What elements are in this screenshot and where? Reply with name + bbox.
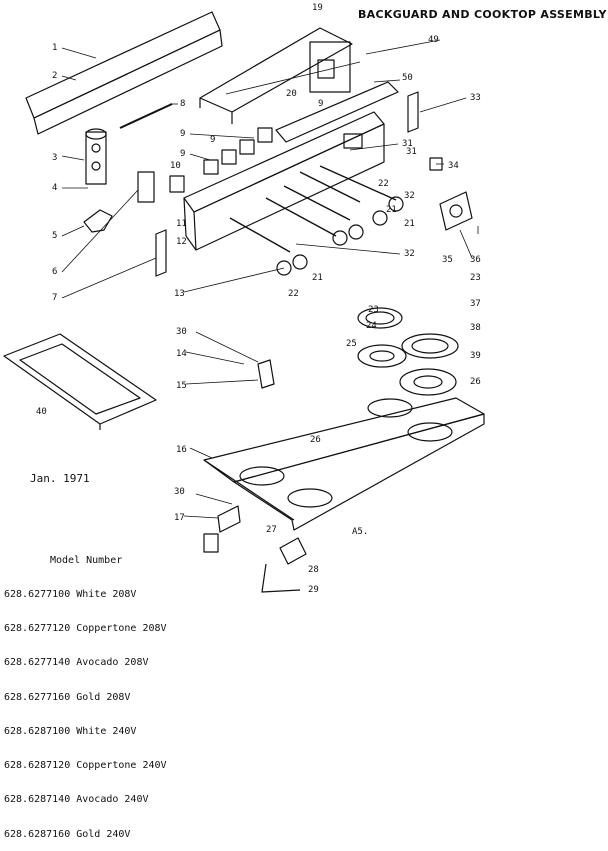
- mount-bracket: [83, 209, 113, 233]
- callout-31: 31: [402, 139, 413, 149]
- control-shafts: [229, 165, 397, 253]
- model-list-header: Model Number: [50, 554, 123, 566]
- callout-3: 3: [52, 153, 57, 163]
- model-number-list: Model Number 628.6277100 White 208V 628.…: [4, 532, 167, 851]
- post-part: [155, 229, 167, 277]
- callout-21b: 21: [386, 205, 397, 215]
- callout-13: 13: [174, 289, 185, 299]
- cooktop: [203, 397, 485, 531]
- callout-11: 11: [176, 219, 187, 229]
- control-knobs: [276, 196, 404, 276]
- callout-30b: 30: [174, 487, 185, 497]
- callout-1: 1: [52, 43, 57, 53]
- callout-16: 16: [176, 445, 187, 455]
- callout-37: 37: [470, 299, 481, 309]
- callout-26a: 26: [470, 377, 481, 387]
- callout-32b: 32: [404, 249, 415, 259]
- receptacle: [203, 505, 241, 553]
- callout-15: 15: [176, 381, 187, 391]
- callout-33: 33: [470, 93, 481, 103]
- callout-20: 20: [286, 89, 297, 99]
- callout-27: 27: [266, 525, 277, 535]
- callout-26b: 26: [310, 435, 321, 445]
- model-item: 628.6287120 Coppertone 240V: [4, 760, 167, 772]
- callout-39: 39: [470, 351, 481, 361]
- callout-9a: 9: [318, 99, 323, 109]
- callout-17: 17: [174, 513, 185, 523]
- callout-34: 34: [448, 161, 459, 171]
- callout-24: 24: [366, 321, 377, 331]
- callout-32a: 32: [404, 191, 415, 201]
- end-cap: [407, 91, 419, 133]
- switch-part: [137, 171, 155, 203]
- callout-29: 29: [308, 585, 319, 595]
- bottom-parts: [261, 537, 307, 593]
- terminal-block: [85, 128, 107, 185]
- callout-9d: 9: [210, 135, 215, 145]
- callout-35: 35: [442, 255, 453, 265]
- callout-25: 25: [346, 339, 357, 349]
- backguard-panel: [25, 11, 223, 135]
- callout-5: 5: [52, 231, 57, 241]
- trim-strip: [275, 81, 399, 143]
- callout-49: 49: [428, 35, 439, 45]
- callout-21a: 21: [404, 219, 415, 229]
- model-item: 628.6277100 White 208V: [4, 589, 137, 601]
- section-code: A5.: [352, 527, 368, 537]
- leader-lines: [61, 39, 479, 519]
- model-item: 628.6277120 Coppertone 208V: [4, 623, 167, 635]
- callout-9c: 9: [180, 149, 185, 159]
- callout-50: 50: [402, 73, 413, 83]
- callout-2: 2: [52, 71, 57, 81]
- callout-12: 12: [176, 237, 187, 247]
- callout-14: 14: [176, 349, 187, 359]
- callout-40: 40: [36, 407, 47, 417]
- callout-19: 19: [312, 3, 323, 13]
- callout-36: 36: [470, 255, 481, 265]
- model-item: 628.6277160 Gold 208V: [4, 691, 131, 703]
- callout-38: 38: [470, 323, 481, 333]
- top-trim-bracket: [199, 27, 353, 124]
- callout-21c: 21: [312, 273, 323, 283]
- callout-4: 4: [52, 183, 57, 193]
- callout-6: 6: [52, 267, 57, 277]
- model-item: 628.6277140 Avocado 208V: [4, 657, 149, 669]
- exploded-parts-diagram: 1 2 3 4 5 6 7 8 9 9 9 9 10 11 12 13 14 1…: [3, 3, 485, 595]
- diagram-title: BACKGUARD AND COOKTOP ASSEMBLY: [358, 8, 607, 21]
- callout-31b: 31: [406, 147, 417, 157]
- burner-elements: [357, 307, 459, 396]
- callout-22a: 22: [288, 289, 299, 299]
- callout-23b: 23: [470, 273, 481, 283]
- cooktop-cover: [3, 333, 157, 430]
- control-panel: [183, 111, 385, 251]
- callout-23a: 23: [368, 305, 379, 315]
- callout-22b: 22: [378, 179, 389, 189]
- callout-labels: 1 2 3 4 5 6 7 8 9 9 9 9 10 11 12 13 14 1…: [36, 3, 481, 595]
- callout-28: 28: [308, 565, 319, 575]
- callout-7: 7: [52, 293, 57, 303]
- model-item: 628.6287140 Avocado 240V: [4, 794, 149, 806]
- model-item: 628.6287100 White 240V: [4, 725, 137, 737]
- rod-part: [119, 103, 173, 129]
- callout-30a: 30: [176, 327, 187, 337]
- diagram-date: Jan. 1971: [30, 472, 90, 485]
- callout-8: 8: [180, 99, 185, 109]
- switch-blocks: [169, 127, 273, 193]
- side-bracket: [257, 359, 275, 389]
- callout-10: 10: [170, 161, 181, 171]
- model-item: 628.6287160 Gold 240V: [4, 828, 131, 840]
- callout-9b: 9: [180, 129, 185, 139]
